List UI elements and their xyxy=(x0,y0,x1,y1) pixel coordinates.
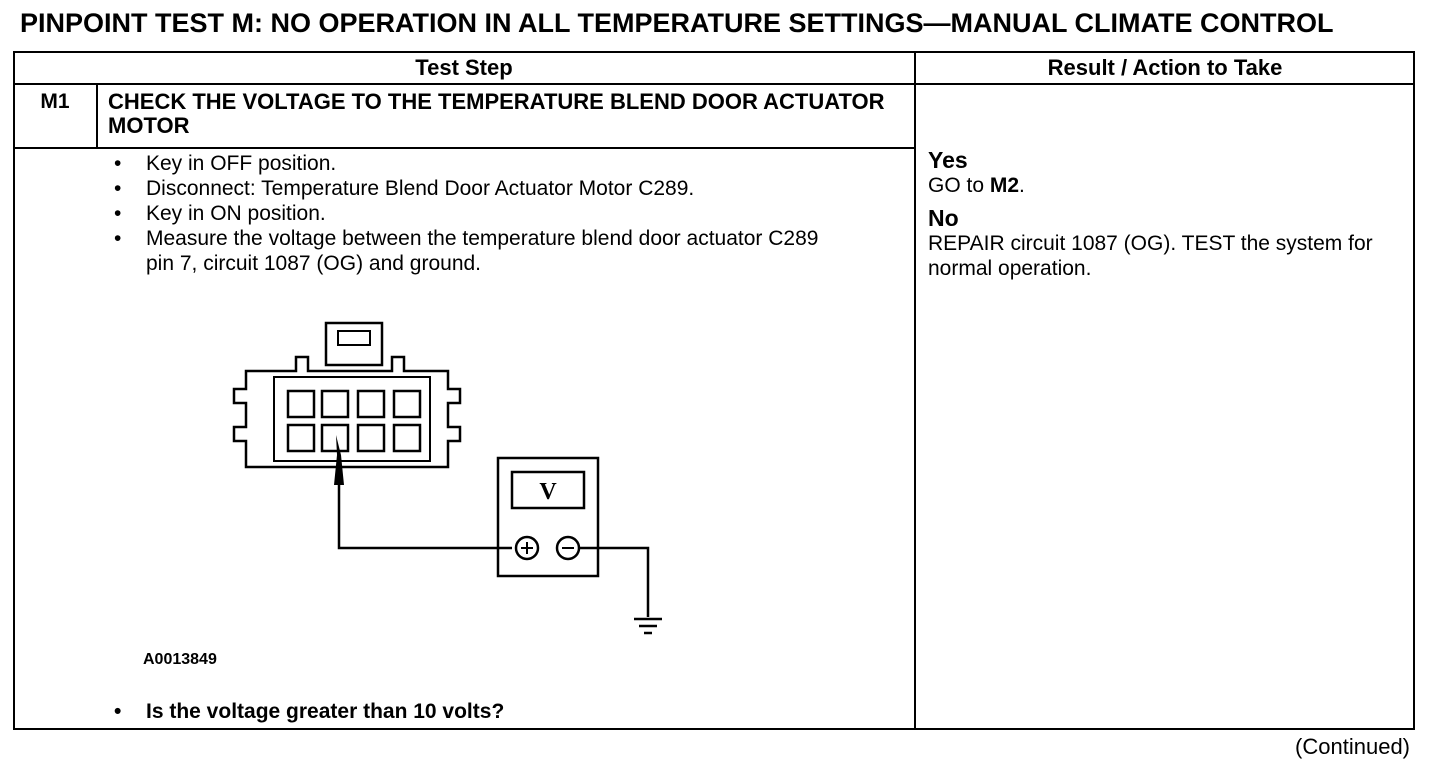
yes-target-step: M2 xyxy=(989,174,1020,197)
pin-cavity xyxy=(356,389,386,419)
connector-body xyxy=(232,355,462,469)
step-bullets: Key in OFF position. Disconnect: Tempera… xyxy=(108,151,848,276)
connector-latch xyxy=(324,321,384,367)
pin-cavity xyxy=(392,423,422,453)
positive-lead xyxy=(337,485,512,550)
step-question: Is the voltage greater than 10 volts? xyxy=(108,700,504,724)
step-title-divider xyxy=(14,147,915,149)
pin-cavity xyxy=(320,389,350,419)
ground-lead xyxy=(579,546,650,617)
connector-inner-frame xyxy=(273,376,431,462)
header-test-step: Test Step xyxy=(415,55,513,80)
step-title: CHECK THE VOLTAGE TO THE TEMPERATURE BLE… xyxy=(108,89,885,138)
yes-prefix: GO to xyxy=(928,174,990,197)
column-divider xyxy=(914,52,916,729)
probe-tip xyxy=(334,435,344,485)
meter-symbol: V xyxy=(539,479,557,505)
result-yes-label: Yes xyxy=(928,147,968,173)
connector-latch-window xyxy=(337,330,371,346)
pin-cavity xyxy=(286,423,316,453)
figure-id: A0013849 xyxy=(143,651,217,668)
continued-note: (Continued) xyxy=(1295,734,1410,759)
result-yes-text: GO to M2. xyxy=(928,173,1398,198)
result-no-label: No xyxy=(928,205,959,231)
positive-terminal xyxy=(514,535,540,561)
header-divider xyxy=(14,83,1414,85)
pin-cavity-7 xyxy=(320,423,350,453)
result-no-text: REPAIR circuit 1087 (OG). TEST the syste… xyxy=(928,232,1373,280)
bullet-item: Key in ON position. xyxy=(108,201,848,226)
yes-suffix: . xyxy=(1019,174,1025,197)
connector-voltmeter-diagram: V xyxy=(232,321,662,635)
bullet-item: Key in OFF position. xyxy=(108,151,848,176)
header-result: Result / Action to Take xyxy=(1047,55,1283,80)
pin-cavity xyxy=(392,389,422,419)
step-id: M1 xyxy=(40,90,70,113)
pinpoint-table xyxy=(13,51,1415,730)
pin-cavity xyxy=(286,389,316,419)
voltmeter xyxy=(496,456,600,578)
bullet-item: Disconnect: Temperature Blend Door Actua… xyxy=(108,176,848,201)
result-action: Yes GO to M2. No REPAIR circuit 1087 (OG… xyxy=(928,148,1398,281)
step-id-divider xyxy=(96,84,98,148)
bullet-item: Measure the voltage between the temperat… xyxy=(108,226,848,276)
pin-cavity xyxy=(356,423,386,453)
page-title: PINPOINT TEST M: NO OPERATION IN ALL TEM… xyxy=(20,8,1334,38)
voltmeter-display xyxy=(510,470,586,510)
